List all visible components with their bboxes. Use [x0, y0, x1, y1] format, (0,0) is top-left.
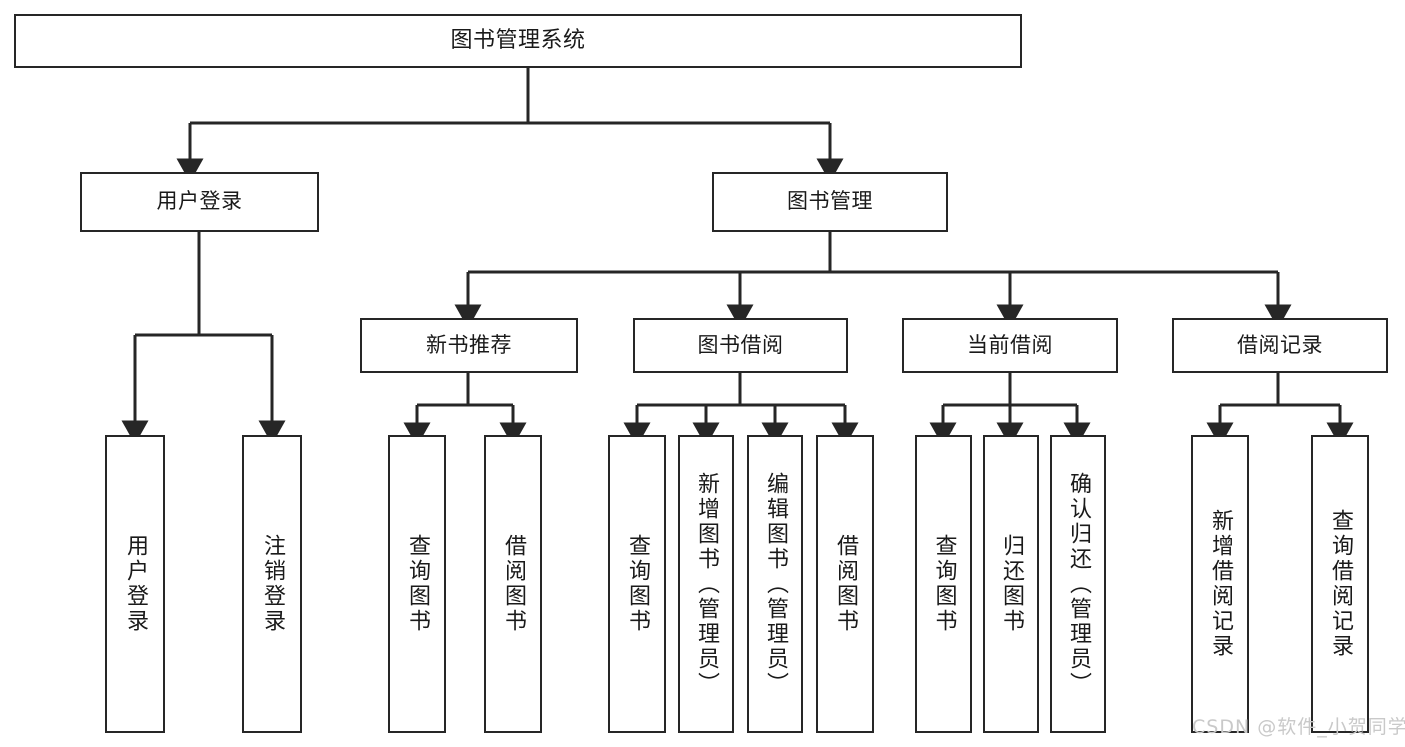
node-book-borrow[interactable]: 图书借阅: [633, 318, 848, 373]
leaf-return-book-label: 归还图书: [999, 534, 1024, 634]
leaf-query-book-1[interactable]: 查询图书: [388, 435, 446, 733]
leaf-add-book-label: 新增图书（管理员）: [694, 471, 719, 697]
leaf-user-login[interactable]: 用户登录: [105, 435, 165, 733]
leaf-logout[interactable]: 注销登录: [242, 435, 302, 733]
leaf-add-record[interactable]: 新增借阅记录: [1191, 435, 1249, 733]
leaf-user-login-label: 用户登录: [123, 534, 148, 634]
node-current-borrow[interactable]: 当前借阅: [902, 318, 1118, 373]
leaf-query-book-3[interactable]: 查询图书: [915, 435, 972, 733]
leaf-borrow-book-2-label: 借阅图书: [833, 534, 858, 634]
node-new-book-rec-label: 新书推荐: [426, 332, 512, 357]
leaf-add-book[interactable]: 新增图书（管理员）: [678, 435, 734, 733]
node-borrow-record-label: 借阅记录: [1237, 332, 1323, 357]
leaf-borrow-book-1-label: 借阅图书: [501, 534, 526, 634]
node-book-borrow-label: 图书借阅: [697, 332, 784, 357]
node-borrow-record[interactable]: 借阅记录: [1172, 318, 1388, 373]
leaf-edit-book[interactable]: 编辑图书（管理员）: [747, 435, 803, 733]
leaf-logout-label: 注销登录: [260, 534, 285, 634]
node-book-manage-label: 图书管理: [787, 189, 873, 214]
leaf-confirm-return[interactable]: 确认归还（管理员）: [1050, 435, 1106, 733]
leaf-confirm-return-label: 确认归还（管理员）: [1066, 471, 1091, 697]
node-user-login[interactable]: 用户登录: [80, 172, 319, 232]
leaf-query-book-3-label: 查询图书: [931, 534, 957, 634]
leaf-query-record-label: 查询借阅记录: [1328, 509, 1353, 659]
leaf-edit-book-label: 编辑图书（管理员）: [763, 471, 788, 697]
node-user-login-label: 用户登录: [156, 189, 243, 214]
leaf-query-book-1-label: 查询图书: [405, 534, 430, 634]
node-root-label: 图书管理系统: [450, 27, 586, 53]
node-current-borrow-label: 当前借阅: [967, 332, 1053, 357]
leaf-add-record-label: 新增借阅记录: [1208, 509, 1233, 659]
node-new-book-rec[interactable]: 新书推荐: [360, 318, 578, 373]
leaf-borrow-book-2[interactable]: 借阅图书: [816, 435, 874, 733]
leaf-query-book-2-label: 查询图书: [625, 534, 650, 634]
leaf-return-book[interactable]: 归还图书: [983, 435, 1039, 733]
leaf-borrow-book-1[interactable]: 借阅图书: [484, 435, 542, 733]
watermark: CSDN @软件_小贺同学: [1192, 716, 1405, 738]
leaf-query-book-2[interactable]: 查询图书: [608, 435, 666, 733]
node-book-manage[interactable]: 图书管理: [712, 172, 948, 232]
leaf-query-record[interactable]: 查询借阅记录: [1311, 435, 1369, 733]
node-root[interactable]: 图书管理系统: [14, 14, 1022, 68]
